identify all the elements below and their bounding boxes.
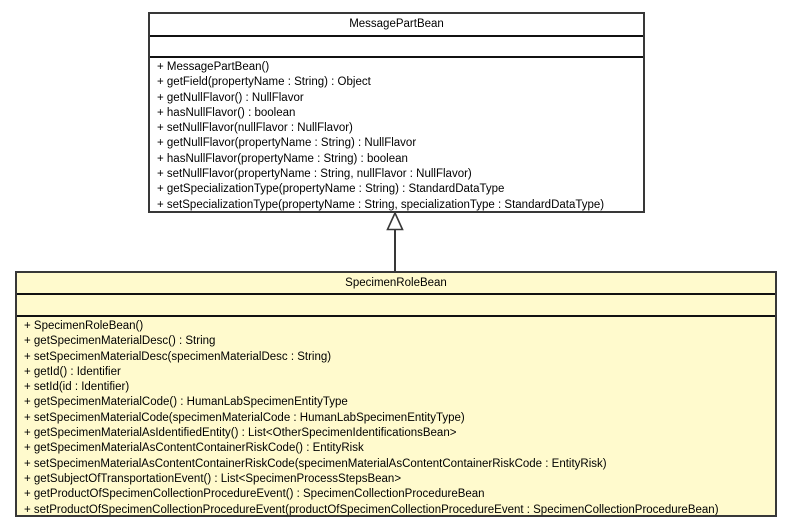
method-entry: + getProductOfSpecimenCollectionProcedur… (24, 488, 485, 501)
method-entry: + setNullFlavor(nullFlavor : NullFlavor) (157, 122, 353, 135)
generalization-line (394, 229, 396, 271)
method-entry: + getNullFlavor(propertyName : String) :… (157, 137, 417, 150)
method-entry: + getSpecimenMaterialDesc() : String (24, 335, 216, 348)
method-entry: + setProductOfSpecimenCollectionProcedur… (24, 503, 719, 516)
method-entry: + getSpecimenMaterialAsContentContainerR… (24, 442, 364, 455)
attributes-compartment-specimenrolebean (17, 295, 775, 317)
method-entry: + hasNullFlavor(propertyName : String) :… (157, 152, 408, 165)
methods-compartment-specimenrolebean: + SpecimenRoleBean() + getSpecimenMateria… (17, 317, 775, 516)
method-entry: + setSpecimenMaterialCode(specimenMateri… (24, 411, 465, 424)
method-entry: + getSubjectOfTransportationEvent() : Li… (24, 472, 402, 485)
methods-compartment-messagepartbean: + MessagePartBean() + getField(propertyNa… (150, 58, 643, 211)
method-entry: + getSpecimenMaterialCode() : HumanLabSp… (24, 396, 348, 409)
method-entry: + MessagePartBean() (157, 61, 270, 73)
method-entry: + getSpecimenMaterialAsIdentifiedEntity(… (24, 427, 457, 440)
class-box-messagepartbean: MessagePartBean + MessagePartBean() + get… (148, 12, 645, 213)
class-title-messagepartbean: MessagePartBean (150, 14, 643, 37)
method-entry: + setSpecimenMaterialDesc(specimenMateri… (24, 350, 332, 363)
method-entry: + getId() : Identifier (24, 365, 121, 378)
method-entry: + getField(propertyName : String) : Obje… (157, 76, 371, 89)
method-entry: + getSpecializationType(propertyName : S… (157, 183, 505, 196)
method-entry: + setSpecimenMaterialAsContentContainerR… (24, 457, 607, 470)
method-entry: + setNullFlavor(propertyName : String, n… (157, 168, 472, 181)
method-entry: + setId(id : Identifier) (24, 381, 130, 394)
attributes-compartment-messagepartbean (150, 37, 643, 58)
method-entry: + setSpecializationType(propertyName : S… (157, 198, 605, 211)
class-title-specimenrolebean: SpecimenRoleBean (17, 273, 775, 295)
method-entry: + hasNullFlavor() : boolean (157, 106, 296, 119)
class-box-specimenrolebean: SpecimenRoleBean + SpecimenRoleBean() + g… (15, 271, 777, 517)
method-entry: + SpecimenRoleBean() (24, 320, 144, 332)
method-entry: + getNullFlavor() : NullFlavor (157, 91, 304, 104)
